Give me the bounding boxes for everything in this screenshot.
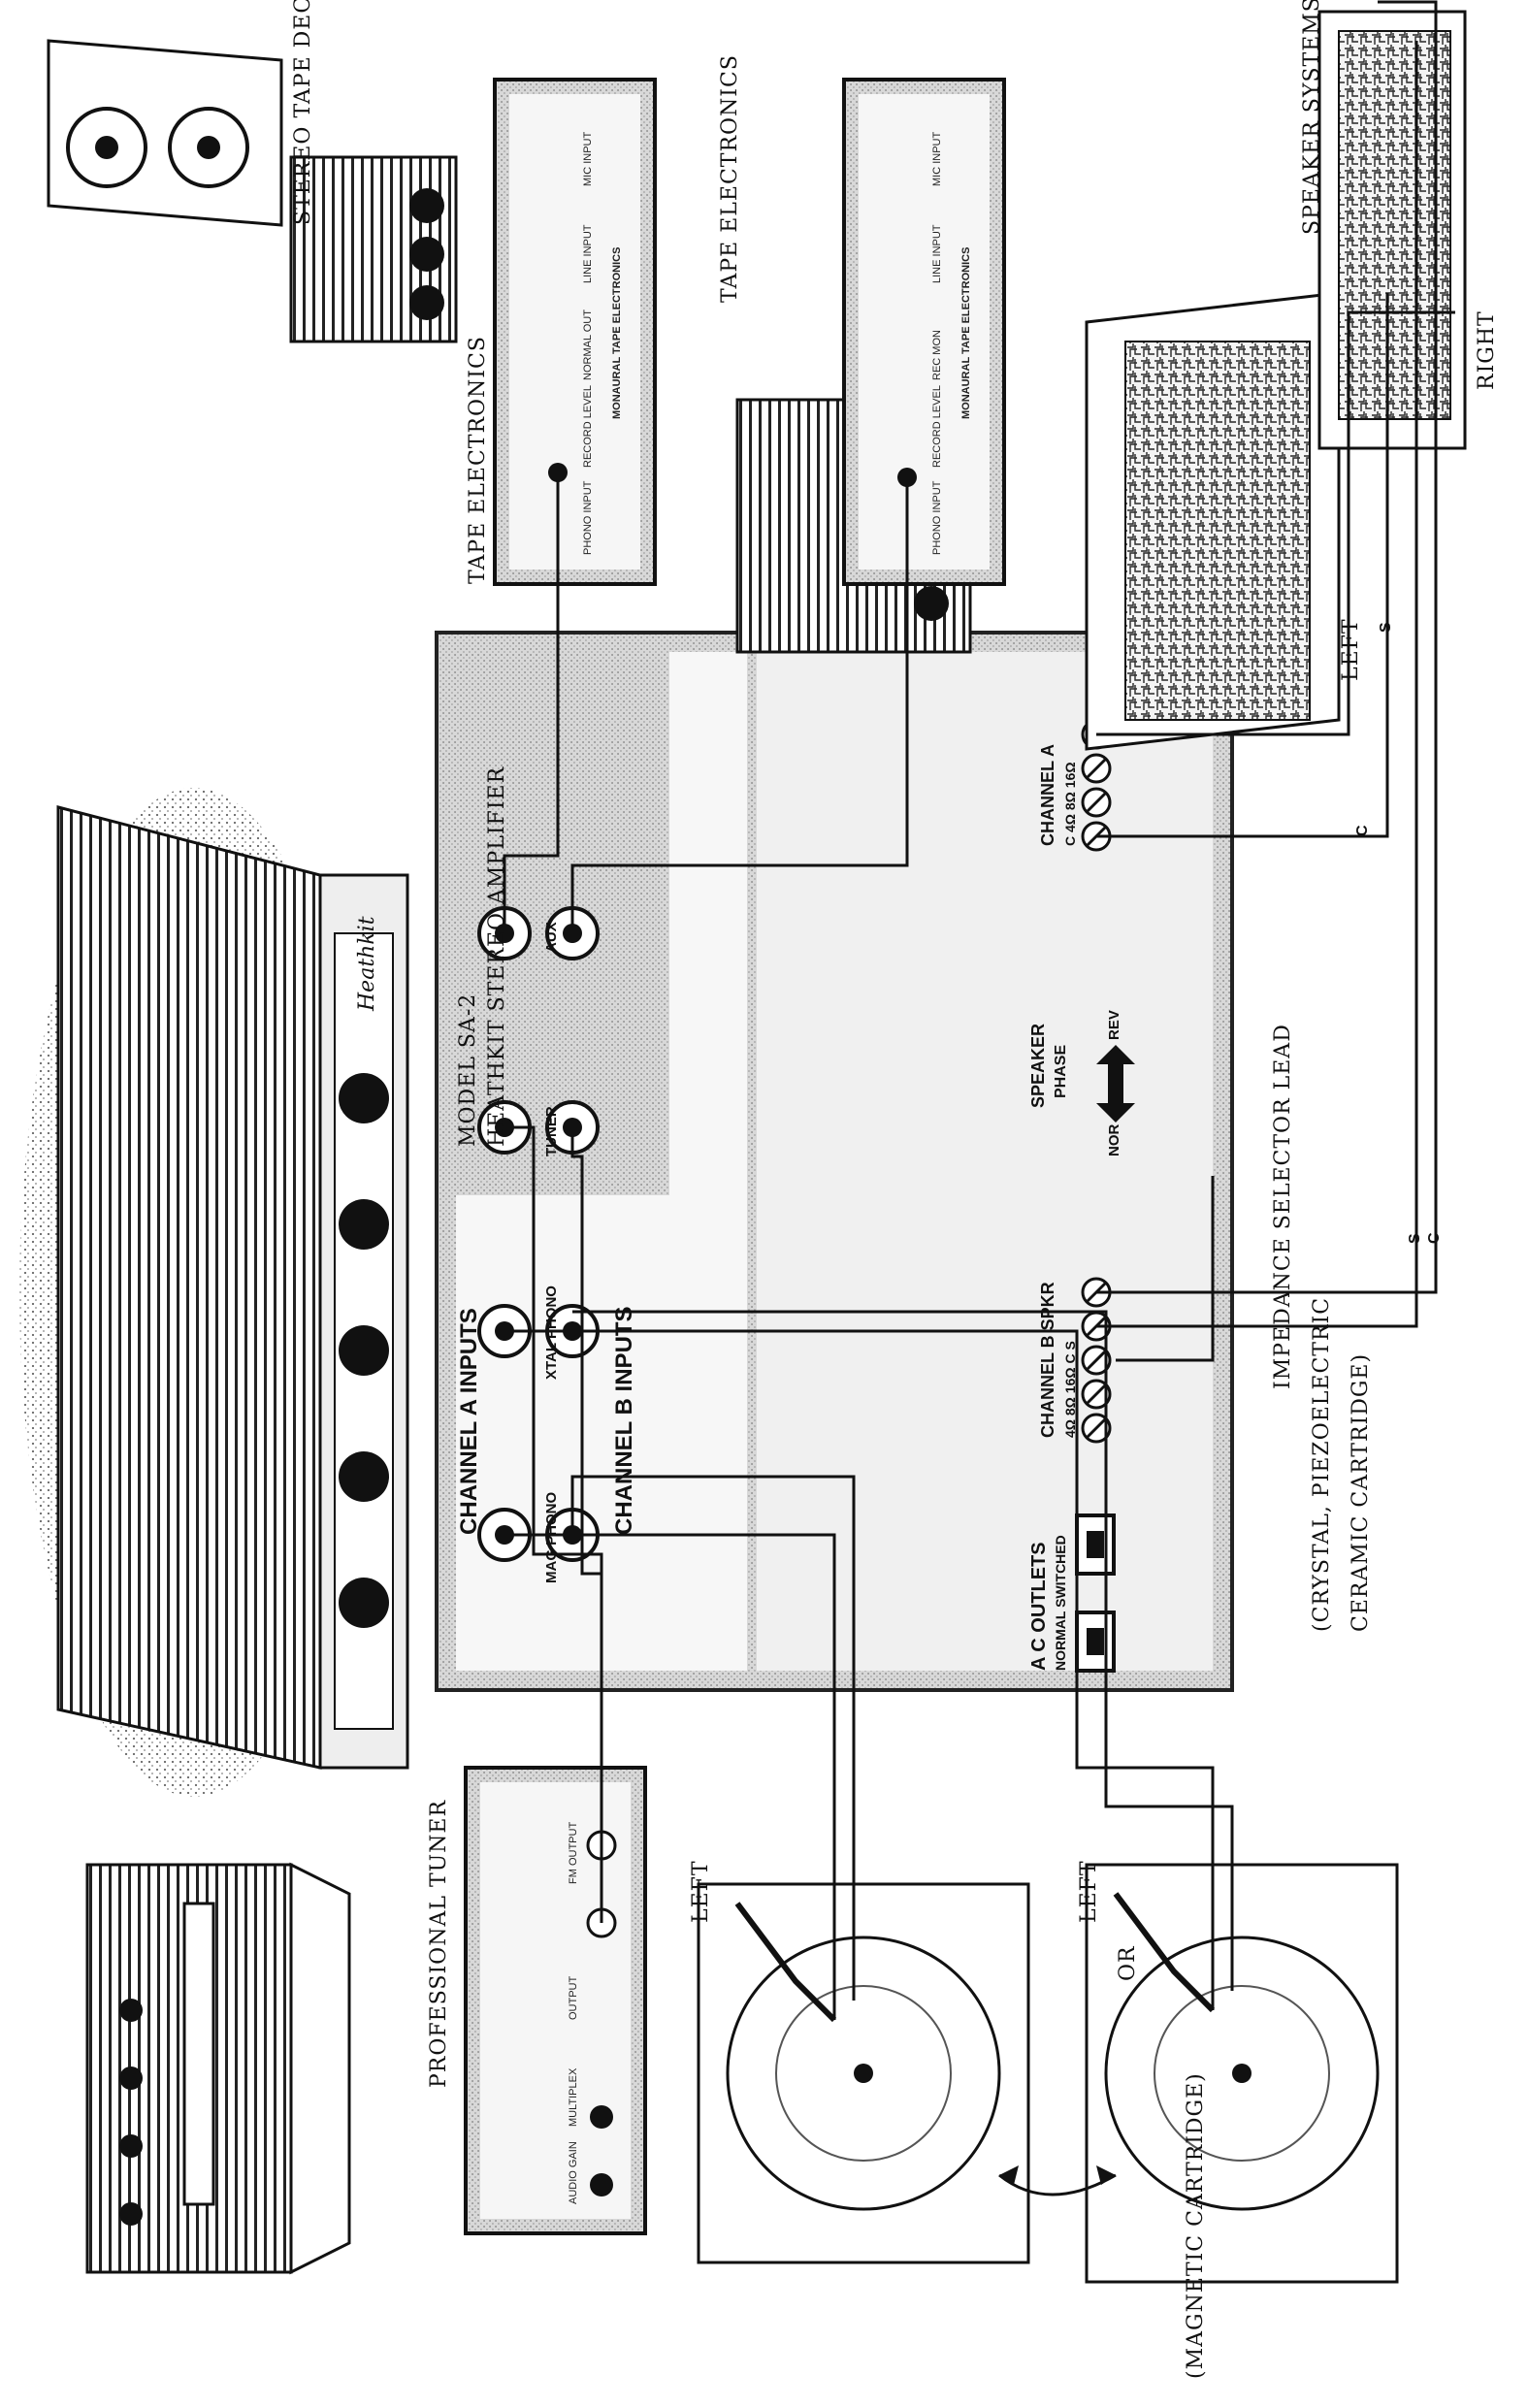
label-speaker: SPEAKER — [1028, 1024, 1049, 1108]
wire-label-c-bottom: C — [1426, 1232, 1444, 1244]
label-phase: PHASE — [1053, 1045, 1070, 1098]
label-rev: REV — [1106, 1010, 1122, 1040]
tuner-rear-panel — [466, 1768, 645, 2233]
caption-tape-electronics-1: TAPE ELECTRONICS — [466, 336, 490, 584]
svg-text:Heathkit: Heathkit — [355, 916, 379, 1012]
label-nor: NOR — [1106, 1124, 1122, 1156]
tape1-normal-out: NORMAL OUT — [582, 309, 594, 380]
tuner-output: OUTPUT — [568, 1976, 579, 2020]
professional-tuner — [87, 1865, 349, 2272]
caption-left-magnetic: LEFT — [689, 1860, 713, 1923]
tuner-fm-output: FM OUTPUT — [568, 1822, 579, 1884]
caption-speaker-systems: SPEAKER SYSTEMS — [1300, 0, 1324, 235]
tape1-record-level: RECORD LEVEL — [582, 385, 594, 468]
tape2-brand: MONAURAL TAPE ELECTRONICS — [960, 247, 972, 419]
stereo-amplifier: Heathkit — [19, 788, 407, 1797]
label-channel-b-inputs: CHANNEL B INPUTS — [611, 1306, 638, 1535]
ac-outlet-switched — [1077, 1515, 1114, 1574]
tape1-phono-input: PHONO INPUT — [582, 481, 594, 555]
wire-label-c-top: C — [1354, 825, 1372, 836]
right-speaker — [1319, 12, 1465, 448]
label-channel-b-spkr: CHANNEL B SPKR — [1038, 1282, 1058, 1438]
tuner-audio-gain: AUDIO GAIN — [568, 2141, 579, 2204]
label-xtal-phono: XTAL PHONO — [543, 1285, 560, 1380]
label-mag-phono: MAG PHONO — [543, 1492, 560, 1583]
label-normal-switched: NORMAL SWITCHED — [1053, 1535, 1068, 1671]
label-aux: AUX — [543, 922, 560, 953]
tape1-mic-input: MIC INPUT — [582, 132, 594, 186]
caption-model: MODEL SA-2 — [456, 993, 480, 1147]
label-ac-outlets: A C OUTLETS — [1028, 1542, 1051, 1671]
tape1-brand: MONAURAL TAPE ELECTRONICS — [611, 247, 623, 419]
caption-amplifier: HEATHKIT STEREO AMPLIFIER — [485, 766, 509, 1147]
tape-electronics-panel-2 — [844, 80, 1004, 584]
wire-label-s-bottom: S — [1407, 1233, 1424, 1244]
tape1-line-input: LINE INPUT — [582, 224, 594, 283]
tape-electronics-panel-1 — [495, 80, 655, 584]
tape2-phono-input: PHONO INPUT — [931, 481, 943, 555]
turntable-crystal — [1087, 1865, 1397, 2282]
caption-impedance-lead: IMPEDANCE SELECTOR LEAD — [1271, 1024, 1295, 1389]
caption-professional-tuner: PROFESSIONAL TUNER — [427, 1800, 451, 2088]
label-tuner: TUNER — [543, 1106, 560, 1156]
tape2-line-input: LINE INPUT — [931, 224, 943, 283]
turntable-magnetic — [699, 1884, 1028, 2262]
tuner-multiplex: MULTIPLEX — [568, 2068, 579, 2127]
caption-right-speaker: RIGHT — [1475, 310, 1499, 390]
label-channel-a-inputs: CHANNEL A INPUTS — [456, 1308, 483, 1535]
caption-stereo-tape-deck: STEREO TAPE DECK — [291, 0, 315, 225]
caption-left-speaker: LEFT — [1339, 618, 1363, 681]
tape2-rec-mon: REC MON — [931, 330, 943, 380]
caption-magnetic: (MAGNETIC CARTRIDGE) — [1184, 2072, 1208, 2379]
stereo-tape-deck — [49, 41, 281, 225]
tape2-mic-input: MIC INPUT — [931, 132, 943, 186]
caption-or: OR — [1116, 1945, 1140, 1981]
caption-crystal-1: (CRYSTAL, PIEZOELECTRIC — [1310, 1297, 1334, 1632]
tape2-record-level: RECORD LEVEL — [931, 385, 943, 468]
caption-left-crystal: LEFT — [1077, 1860, 1101, 1923]
caption-tape-electronics-2: TAPE ELECTRONICS — [718, 54, 742, 303]
ac-outlet-normal — [1077, 1612, 1114, 1671]
left-speaker — [1087, 293, 1339, 749]
wire-label-s-top: S — [1378, 622, 1395, 633]
label-channel-a-taps: C 4Ω 8Ω 16Ω — [1062, 762, 1078, 846]
tape-electronics-unit-1 — [291, 157, 456, 342]
label-channel-b-taps: 4Ω 8Ω 16Ω C S — [1062, 1341, 1078, 1438]
label-channel-a: CHANNEL A — [1038, 744, 1058, 846]
caption-crystal-2: CERAMIC CARTRIDGE) — [1349, 1353, 1373, 1632]
